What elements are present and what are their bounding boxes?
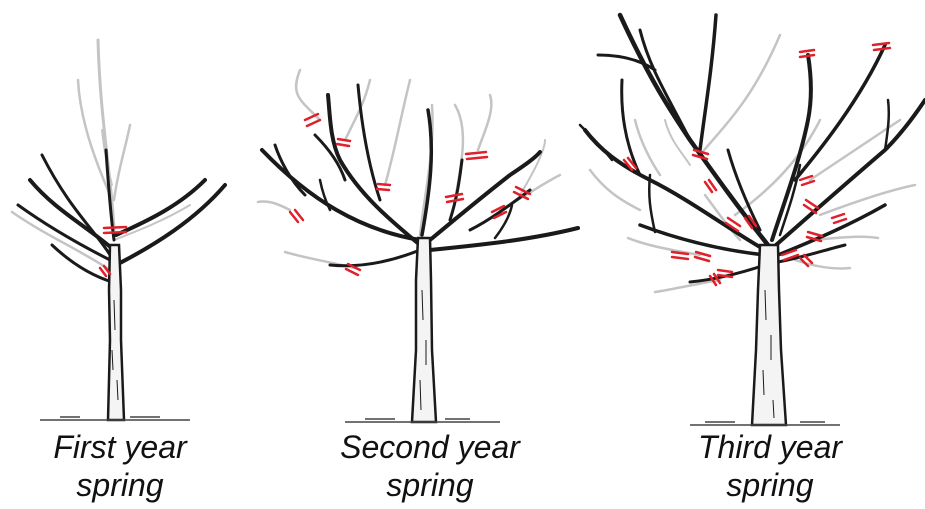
caption-first-year-line2: spring [20,466,220,504]
caption-third-year-line1: Third year [660,428,880,466]
caption-second-year-line2: spring [310,466,550,504]
trunk-3 [752,245,786,425]
caption-first-year: First year spring [20,428,220,504]
kept-branches-3 [580,15,925,282]
caption-first-year-line1: First year [20,428,220,466]
caption-third-year: Third year spring [660,428,880,504]
trunk-2 [412,238,436,422]
tree-first-year [12,40,225,420]
caption-third-year-line2: spring [660,466,880,504]
tree-third-year [580,15,925,425]
cut-marks-2 [290,114,530,275]
caption-second-year: Second year spring [310,428,550,504]
tree-second-year [258,70,578,422]
caption-second-year-line1: Second year [310,428,550,466]
trunk-1 [108,245,124,420]
kept-branches-1 [18,150,225,282]
